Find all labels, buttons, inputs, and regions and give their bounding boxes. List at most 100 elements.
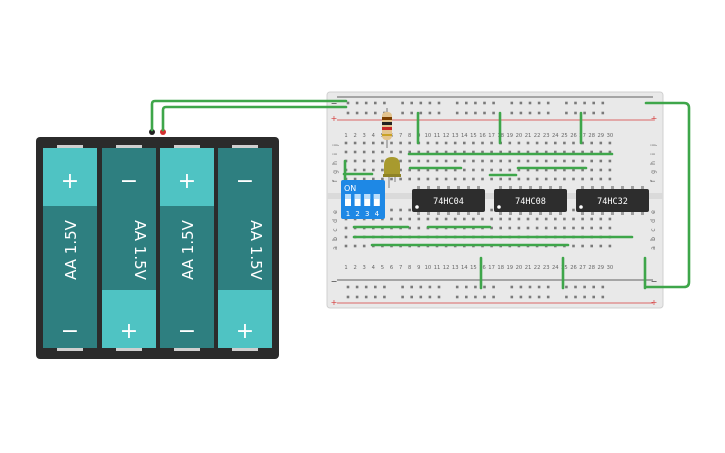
breadboard-hole[interactable] xyxy=(372,159,375,163)
breadboard-hole[interactable] xyxy=(383,285,386,289)
breadboard-hole[interactable] xyxy=(483,111,486,115)
breadboard-hole[interactable] xyxy=(483,285,486,289)
breadboard-hole[interactable] xyxy=(499,226,502,230)
breadboard-hole[interactable] xyxy=(526,141,530,145)
breadboard-hole[interactable] xyxy=(410,295,413,299)
breadboard-hole[interactable] xyxy=(410,101,413,105)
breadboard-hole[interactable] xyxy=(581,244,584,248)
breadboard-hole[interactable] xyxy=(399,168,402,172)
breadboard-hole[interactable] xyxy=(435,141,439,145)
breadboard-hole[interactable] xyxy=(563,159,566,163)
breadboard-hole[interactable] xyxy=(492,101,495,105)
breadboard-hole[interactable] xyxy=(608,244,612,248)
breadboard-hole[interactable] xyxy=(353,141,357,145)
breadboard-hole[interactable] xyxy=(399,208,402,212)
breadboard-hole[interactable] xyxy=(508,141,512,145)
breadboard-hole[interactable] xyxy=(444,150,448,154)
breadboard-hole[interactable] xyxy=(444,159,448,163)
breadboard-hole[interactable] xyxy=(399,159,402,163)
breadboard-hole[interactable] xyxy=(401,285,404,289)
breadboard-hole[interactable] xyxy=(355,285,359,289)
breadboard-hole[interactable] xyxy=(592,285,595,289)
breadboard-hole[interactable] xyxy=(608,217,612,221)
breadboard-hole[interactable] xyxy=(428,285,432,289)
breadboard-hole[interactable] xyxy=(554,226,557,230)
breadboard-hole[interactable] xyxy=(453,141,457,145)
breadboard-hole[interactable] xyxy=(364,285,368,289)
breadboard-hole[interactable] xyxy=(499,159,502,163)
breadboard-hole[interactable] xyxy=(390,150,393,154)
breadboard-hole[interactable] xyxy=(426,217,430,221)
breadboard-hole[interactable] xyxy=(535,141,539,145)
breadboard-hole[interactable] xyxy=(481,217,484,221)
breadboard-hole[interactable] xyxy=(437,101,441,105)
breadboard-hole[interactable] xyxy=(401,101,404,105)
breadboard-hole[interactable] xyxy=(374,101,377,105)
breadboard-hole[interactable] xyxy=(499,217,502,221)
breadboard-hole[interactable] xyxy=(383,295,386,299)
breadboard-hole[interactable] xyxy=(510,101,514,105)
breadboard-hole[interactable] xyxy=(519,285,523,289)
breadboard-hole[interactable] xyxy=(554,141,557,145)
breadboard-hole[interactable] xyxy=(537,295,541,299)
breadboard-hole[interactable] xyxy=(572,159,575,163)
breadboard-hole[interactable] xyxy=(563,177,566,181)
breadboard-hole[interactable] xyxy=(583,111,586,115)
breadboard-hole[interactable] xyxy=(408,168,411,172)
breadboard-hole[interactable] xyxy=(372,150,375,154)
breadboard-hole[interactable] xyxy=(453,177,457,181)
breadboard-hole[interactable] xyxy=(492,111,495,115)
dip-switch-toggle[interactable] xyxy=(364,194,371,206)
breadboard-hole[interactable] xyxy=(465,101,468,105)
breadboard-hole[interactable] xyxy=(535,226,539,230)
breadboard-hole[interactable] xyxy=(362,177,366,181)
breadboard-hole[interactable] xyxy=(599,168,603,172)
breadboard-hole[interactable] xyxy=(490,177,493,181)
breadboard-hole[interactable] xyxy=(474,101,477,105)
breadboard-hole[interactable] xyxy=(381,168,384,172)
breadboard-hole[interactable] xyxy=(490,150,493,154)
breadboard-hole[interactable] xyxy=(572,208,575,212)
breadboard-hole[interactable] xyxy=(408,159,411,163)
breadboard-hole[interactable] xyxy=(535,159,539,163)
breadboard-hole[interactable] xyxy=(355,111,359,115)
breadboard-hole[interactable] xyxy=(344,235,348,239)
breadboard-hole[interactable] xyxy=(362,168,366,172)
breadboard-hole[interactable] xyxy=(465,111,468,115)
breadboard-hole[interactable] xyxy=(399,217,402,221)
breadboard-hole[interactable] xyxy=(463,177,466,181)
breadboard-hole[interactable] xyxy=(510,295,514,299)
breadboard-hole[interactable] xyxy=(554,217,557,221)
breadboard-hole[interactable] xyxy=(417,226,421,230)
breadboard-hole[interactable] xyxy=(537,285,541,289)
breadboard-hole[interactable] xyxy=(419,101,423,105)
breadboard-hole[interactable] xyxy=(344,150,348,154)
breadboard-hole[interactable] xyxy=(353,244,357,248)
breadboard-hole[interactable] xyxy=(535,168,539,172)
breadboard-hole[interactable] xyxy=(554,168,557,172)
breadboard-hole[interactable] xyxy=(592,101,595,105)
breadboard-hole[interactable] xyxy=(565,295,568,299)
breadboard-hole[interactable] xyxy=(399,177,402,181)
breadboard-hole[interactable] xyxy=(390,208,393,212)
breadboard-hole[interactable] xyxy=(483,295,486,299)
breadboard-hole[interactable] xyxy=(599,150,603,154)
breadboard-hole[interactable] xyxy=(544,168,548,172)
breadboard-hole[interactable] xyxy=(410,285,413,289)
breadboard-hole[interactable] xyxy=(344,141,348,145)
breadboard-hole[interactable] xyxy=(362,150,366,154)
breadboard-hole[interactable] xyxy=(444,217,448,221)
breadboard-hole[interactable] xyxy=(590,141,593,145)
breadboard-hole[interactable] xyxy=(546,295,550,299)
breadboard-hole[interactable] xyxy=(346,101,350,105)
breadboard-hole[interactable] xyxy=(490,226,493,230)
breadboard-hole[interactable] xyxy=(546,111,550,115)
breadboard-hole[interactable] xyxy=(572,150,575,154)
breadboard-hole[interactable] xyxy=(344,244,348,248)
breadboard-hole[interactable] xyxy=(554,159,557,163)
breadboard-hole[interactable] xyxy=(428,295,432,299)
breadboard-hole[interactable] xyxy=(455,285,459,289)
breadboard-hole[interactable] xyxy=(599,177,603,181)
breadboard-hole[interactable] xyxy=(517,168,521,172)
breadboard-hole[interactable] xyxy=(526,217,530,221)
